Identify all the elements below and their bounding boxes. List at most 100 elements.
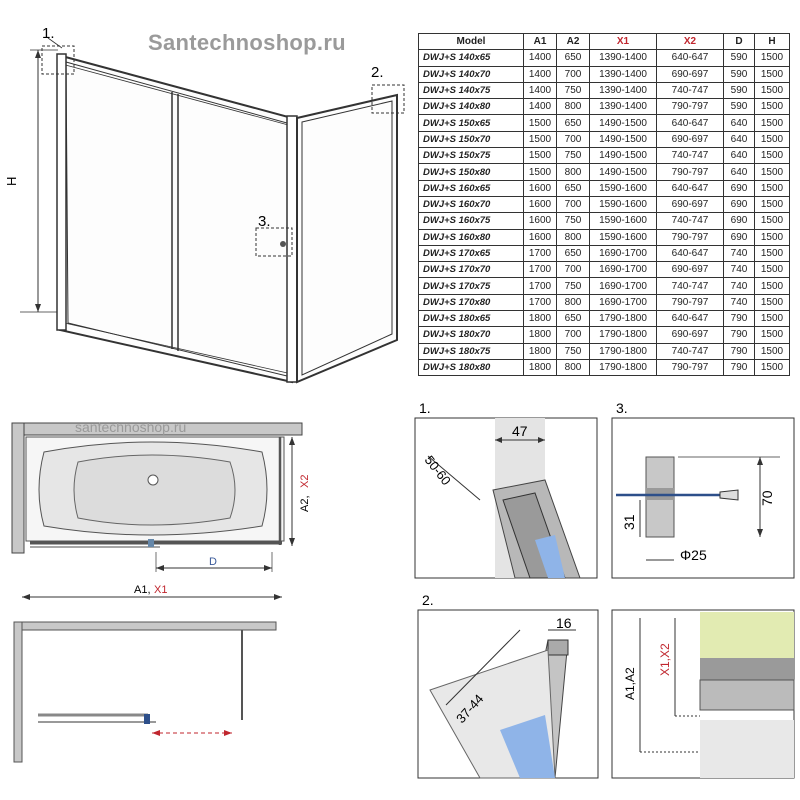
model-cell: DWJ+S 150x70 [418,130,524,149]
value-cell: 1600 [523,195,557,214]
value-cell: 740-747 [656,277,724,295]
model-cell: DWJ+S 140x65 [418,49,524,67]
value-cell: 1690-1700 [589,293,657,312]
detail-2 [417,609,599,779]
value-cell: 690-697 [656,65,724,83]
value-cell: 1800 [523,326,557,344]
detail-4 [611,609,795,779]
value-cell: 1500 [754,114,790,132]
detail-1-width: 47 [512,423,528,439]
model-cell: DWJ+S 140x75 [418,81,524,100]
value-cell: 800 [556,163,590,181]
value-cell: 1390-1400 [589,49,657,67]
plan-view [11,422,303,600]
value-cell: 1500 [754,98,790,116]
value-cell: 740-747 [656,147,724,165]
value-cell: 1400 [523,49,557,67]
value-cell: 1700 [523,277,557,295]
value-cell: 1590-1600 [589,195,657,214]
value-cell: 1400 [523,81,557,100]
value-cell: 740-747 [656,212,724,230]
value-cell: 690-697 [656,261,724,279]
value-cell: 1400 [523,98,557,116]
value-cell: 740-747 [656,342,724,360]
model-cell: DWJ+S 160x75 [418,212,524,230]
value-cell: 640 [723,114,755,132]
value-cell: 1600 [523,228,557,246]
model-cell: DWJ+S 180x80 [418,358,524,377]
callout-3-label: 3. [258,213,271,230]
value-cell: 1790-1800 [589,358,657,377]
value-cell: 750 [556,81,590,100]
value-cell: 790-797 [656,98,724,116]
value-cell: 1500 [754,130,790,149]
col-x1: X1 [589,32,657,51]
value-cell: 690-697 [656,130,724,149]
model-cell: DWJ+S 160x80 [418,228,524,246]
value-cell: 790-797 [656,358,724,377]
detail-3-offset: 31 [621,514,637,530]
value-cell: 1390-1400 [589,65,657,83]
value-cell: 1490-1500 [589,163,657,181]
value-cell: 1590-1600 [589,179,657,197]
value-cell: 740 [723,244,755,263]
value-cell: 750 [556,342,590,360]
value-cell: 590 [723,49,755,67]
value-cell: 790-797 [656,163,724,181]
value-cell: 640 [723,147,755,165]
value-cell: 800 [556,293,590,312]
value-cell: 750 [556,212,590,230]
value-cell: 690 [723,212,755,230]
value-cell: 1690-1700 [589,261,657,279]
value-cell: 640-647 [656,114,724,132]
value-cell: 1390-1400 [589,98,657,116]
value-cell: 1500 [754,81,790,100]
value-cell: 1500 [754,163,790,181]
enclosure-3d-view [20,37,405,384]
value-cell: 690-697 [656,326,724,344]
model-cell: DWJ+S 150x75 [418,147,524,165]
value-cell: 1500 [754,212,790,230]
value-cell: 1500 [523,130,557,149]
model-cell: DWJ+S 180x70 [418,326,524,344]
value-cell: 1490-1500 [589,114,657,132]
value-cell: 1790-1800 [589,326,657,344]
value-cell: 740 [723,261,755,279]
value-cell: 1700 [523,261,557,279]
value-cell: 1390-1400 [589,81,657,100]
model-cell: DWJ+S 170x80 [418,293,524,312]
value-cell: 790 [723,326,755,344]
model-cell: DWJ+S 170x65 [418,244,524,263]
value-cell: 790 [723,310,755,328]
value-cell: 1590-1600 [589,228,657,246]
value-cell: 640 [723,163,755,181]
value-cell: 1800 [523,310,557,328]
col-a2: A2 [556,32,590,51]
value-cell: 690 [723,195,755,214]
value-cell: 640-647 [656,179,724,197]
value-cell: 1500 [754,310,790,328]
detail-4-a-label: A1,A2 [623,667,637,700]
detail-2-width: 16 [556,615,572,631]
value-cell: 790-797 [656,228,724,246]
d-label: D [209,556,217,568]
value-cell: 690 [723,179,755,197]
detail-1 [414,417,598,579]
detail-3-diameter: Φ25 [680,547,707,563]
value-cell: 640-647 [656,310,724,328]
value-cell: 1800 [523,342,557,360]
a1-label: A1, [134,584,151,596]
model-cell: DWJ+S 170x75 [418,277,524,295]
value-cell: 1690-1700 [589,244,657,263]
model-cell: DWJ+S 160x65 [418,179,524,197]
